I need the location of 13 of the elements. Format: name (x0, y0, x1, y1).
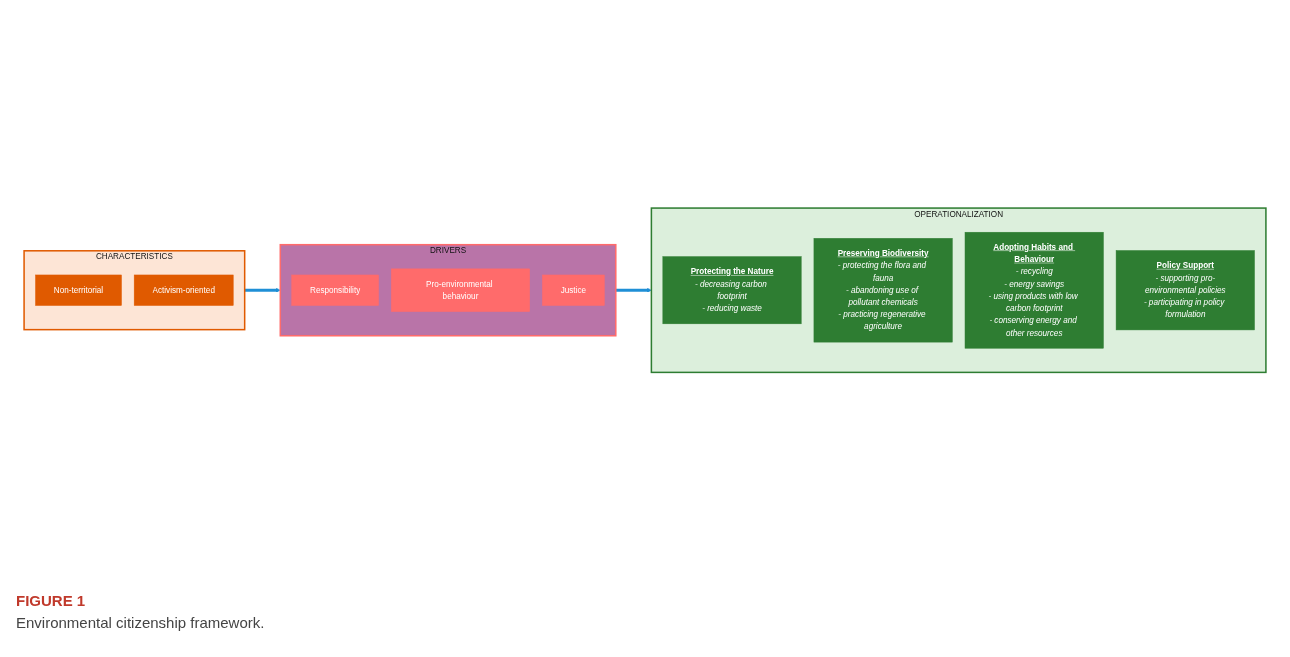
node-box: Activism-oriented (133, 274, 234, 306)
node-box: Justice (542, 274, 605, 306)
node-box: Policy Support - supporting pro-environmental policies - participating in policy formulation (1115, 250, 1255, 330)
node-box: Pro-environmental behaviour (391, 268, 530, 312)
arrow (615, 287, 652, 293)
arrow (244, 287, 281, 293)
node-box: Responsibility (291, 274, 379, 306)
node-box: Preserving Biodiversity - protecting the flora and fauna - abandoning use of pollutant chemicals - practicing regenerative agriculture (813, 237, 953, 343)
node-box: Protecting the Nature - decreasing carbon footprint - reducing waste (662, 256, 802, 324)
node-box: Adopting Habits and Behaviour - recycling - energy savings - using products with low carbon footprint - conserving energy and other resources (964, 231, 1104, 349)
node-box: Non-territorial (35, 274, 122, 306)
figure-caption: Environmental citizenship framework. (16, 614, 265, 631)
figure-title: FIGURE 1 (16, 592, 86, 609)
